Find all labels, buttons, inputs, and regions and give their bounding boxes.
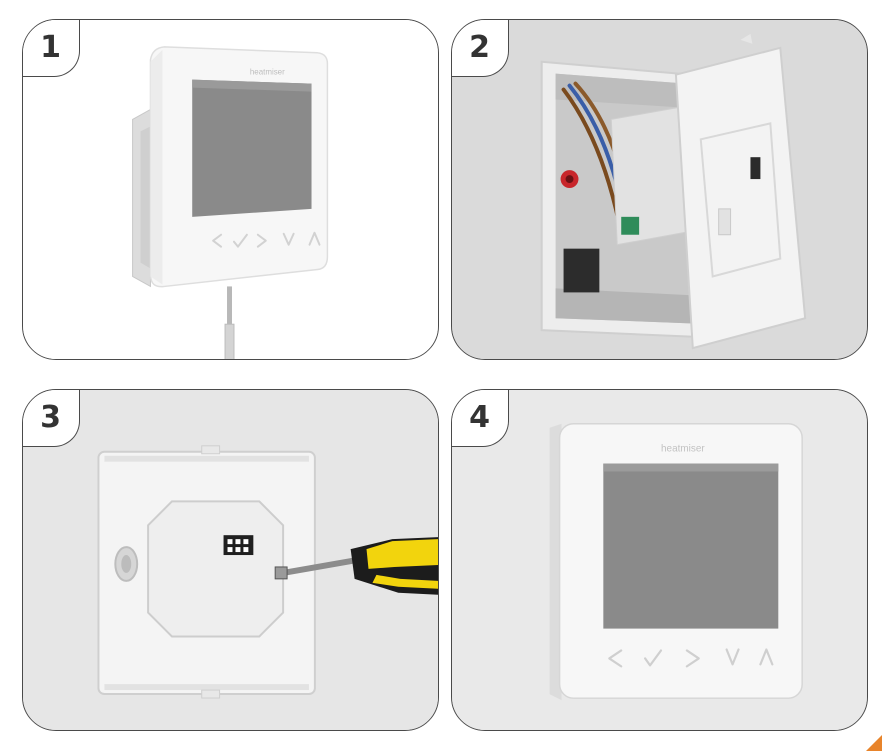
device-brand-text: heatmiser — [661, 444, 705, 455]
accent-corner — [866, 735, 882, 751]
step-number-badge: 2 — [452, 20, 509, 77]
step-4-panel: 4 heatmiser — [451, 389, 868, 731]
device-keys — [608, 648, 774, 668]
step-1-panel: 1 heatmiser — [22, 19, 439, 360]
step-2-panel: 2 — [451, 19, 868, 360]
thermostat-screen — [192, 79, 312, 217]
screwdriver-shaft — [280, 556, 366, 576]
device-brand-text: heatmiser — [250, 68, 285, 77]
step-number-badge: 1 — [23, 20, 80, 77]
device-keys — [212, 231, 321, 248]
step-3-illustration — [23, 390, 438, 730]
thermostat-screen — [603, 463, 779, 629]
step-3-panel: 3 — [22, 389, 439, 731]
step-1-illustration: heatmiser — [23, 20, 438, 359]
step-number-badge: 3 — [23, 390, 80, 447]
screwdriver-shaft — [227, 286, 232, 329]
backplate — [674, 46, 807, 350]
step-4-illustration: heatmiser — [452, 390, 867, 730]
step-number-badge: 4 — [452, 390, 509, 447]
connector-pins — [223, 535, 254, 556]
step-2-illustration — [452, 20, 867, 359]
